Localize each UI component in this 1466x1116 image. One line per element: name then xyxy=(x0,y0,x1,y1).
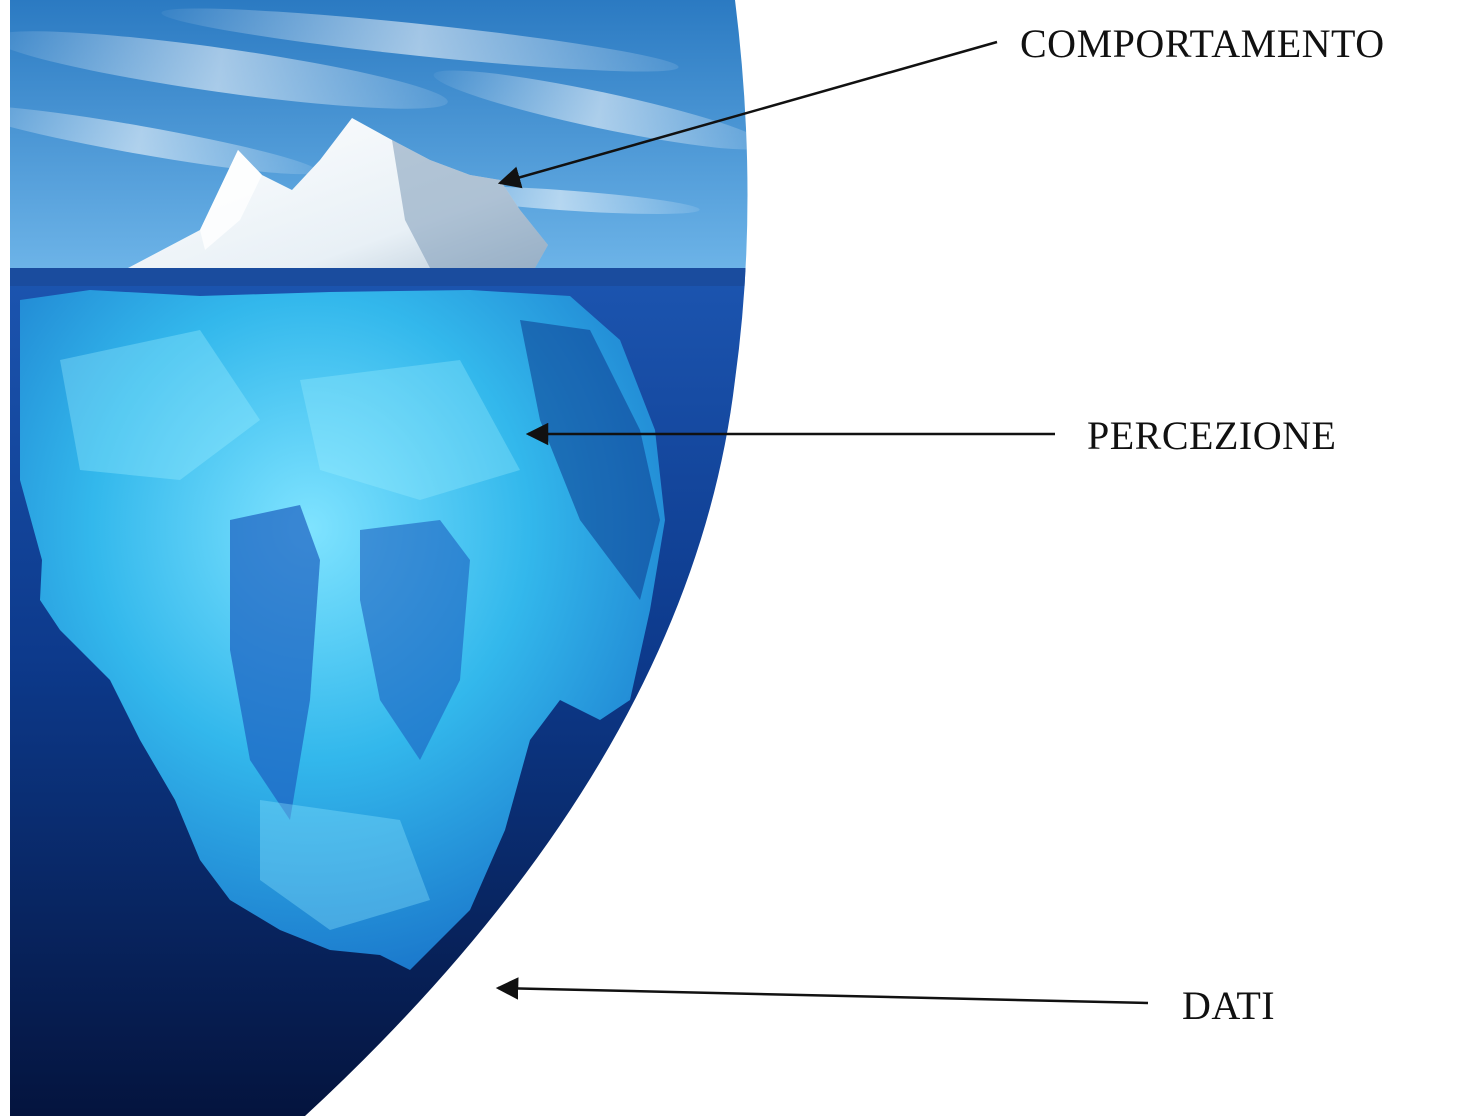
waterline xyxy=(10,268,748,286)
arrows xyxy=(495,40,1149,1005)
label-behavior: COMPORTAMENTO xyxy=(1020,21,1385,66)
iceberg-tip xyxy=(128,118,548,268)
arrow-behavior xyxy=(497,40,998,189)
label-data: DATI xyxy=(1182,983,1276,1028)
clouds xyxy=(10,8,748,214)
label-perception: PERCEZIONE xyxy=(1087,413,1337,458)
iceberg-photo xyxy=(10,0,748,1116)
iceberg-underwater xyxy=(20,290,665,970)
arrow-data xyxy=(495,977,1149,1005)
